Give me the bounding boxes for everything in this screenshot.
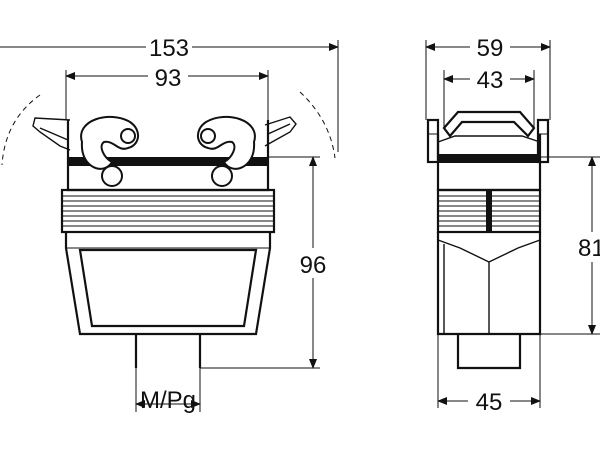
dim-label-overall-width: 153 <box>149 35 189 62</box>
dim-label-latch-pitch: 93 <box>155 65 182 92</box>
hood-window <box>78 248 258 328</box>
side-pin-left <box>426 118 440 164</box>
side-latch-bail <box>442 110 536 138</box>
hood-lower-body <box>64 232 272 336</box>
right-locking-lug <box>197 115 256 187</box>
left-latch-arm <box>32 117 71 151</box>
right-latch-swing-arc <box>299 91 336 159</box>
dim-label-side-width: 59 <box>477 35 504 62</box>
dim-label-height: 96 <box>300 252 327 279</box>
left-latch-swing-arc <box>1 94 41 166</box>
side-view <box>426 110 550 370</box>
side-ribs <box>436 188 542 234</box>
housing-ribs <box>60 188 276 234</box>
right-latch-arm <box>264 116 297 147</box>
left-locking-lug <box>80 115 139 187</box>
dim-label-handle-width: 43 <box>477 67 504 94</box>
housing-seal-band <box>68 157 268 166</box>
cable-entry-stub <box>134 334 202 368</box>
dim-label-side-height: 81 <box>578 235 600 262</box>
side-dimension-lines: 59 43 81 45 <box>425 33 600 416</box>
front-dimension-lines: 153 93 96 M/Pg <box>0 33 339 414</box>
side-cable-entry <box>456 334 522 370</box>
front-view <box>1 91 336 368</box>
side-seal-band <box>438 154 540 163</box>
dim-label-cable-thread: M/Pg <box>140 387 196 414</box>
dim-label-base-width: 45 <box>476 389 503 416</box>
